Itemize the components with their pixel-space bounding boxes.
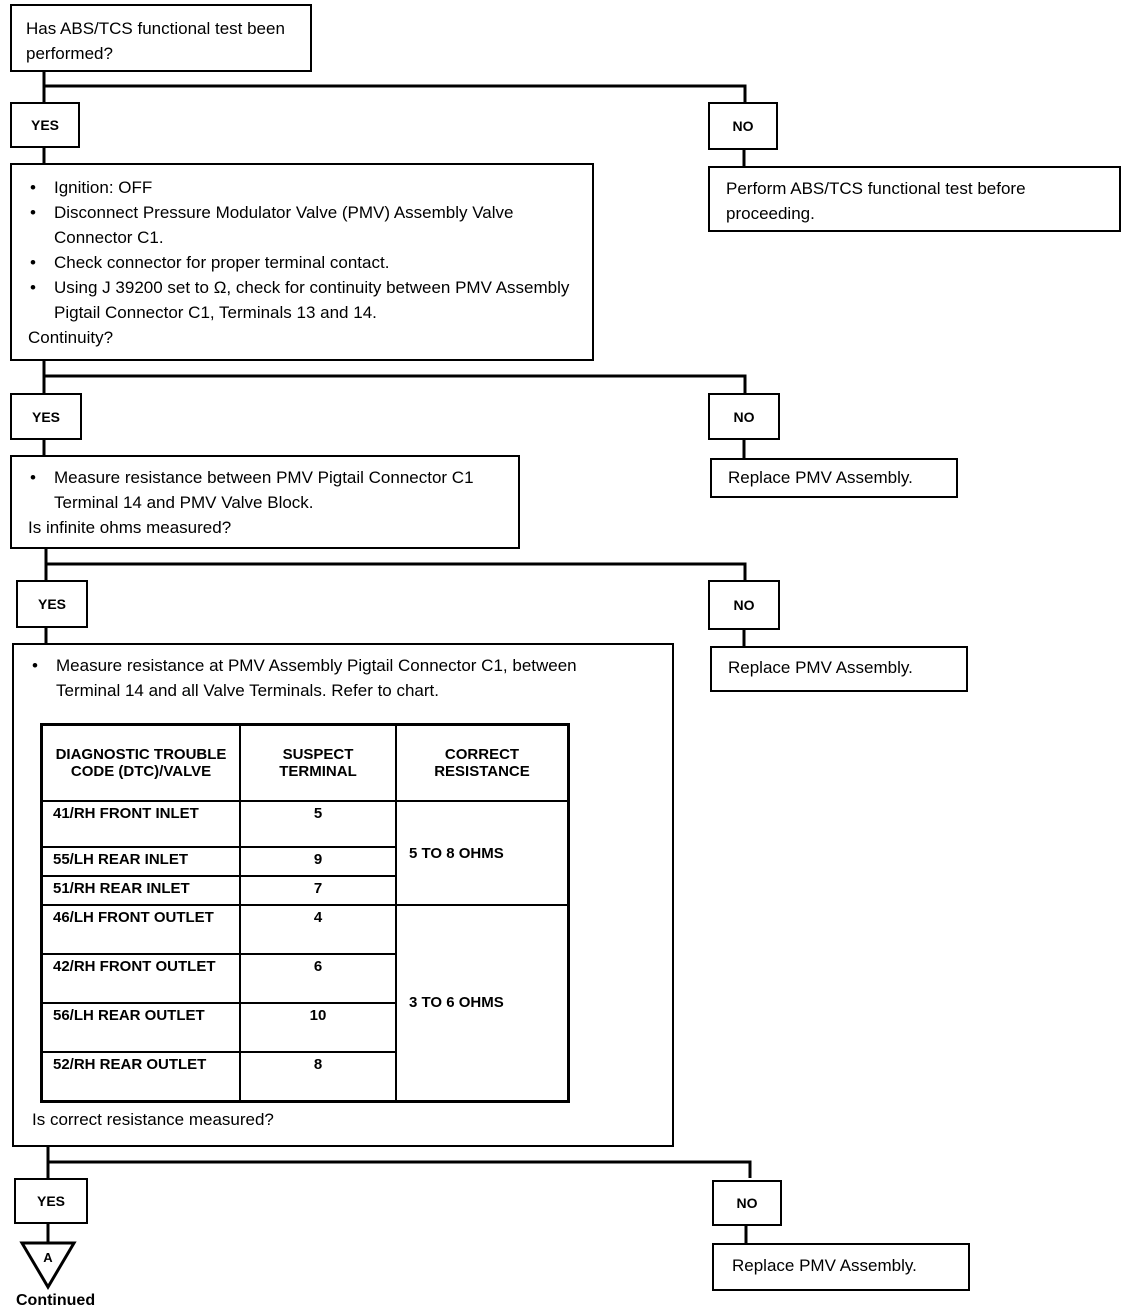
step2-no-action: Replace PMV Assembly.	[728, 468, 913, 487]
terminal-cell: 9	[239, 846, 397, 877]
terminal-cell: 6	[239, 953, 397, 1004]
start-question: Has ABS/TCS functional test been perform…	[26, 19, 285, 63]
dtc-cell: 52/RH REAR OUTLET	[40, 1051, 241, 1102]
dtc-cell: 41/RH FRONT INLET	[40, 800, 241, 848]
resistance-cell: 5 TO 8 OHMS	[395, 800, 570, 906]
no-label-2: NO	[708, 393, 780, 440]
step2-box: Measure resistance between PMV Pigtail C…	[10, 455, 520, 549]
step3-box: Measure resistance at PMV Assembly Pigta…	[12, 643, 674, 1147]
table-header-row: DIAGNOSTIC TROUBLE CODE (DTC)/VALVE SUSP…	[40, 723, 570, 802]
step2-bullet-list: Measure resistance between PMV Pigtail C…	[28, 465, 502, 515]
no-label-4: NO	[712, 1180, 782, 1226]
step2-bullet: Measure resistance between PMV Pigtail C…	[28, 465, 502, 515]
table-header-resistance: CORRECT RESISTANCE	[395, 723, 570, 802]
step1-bullet: Check connector for proper terminal cont…	[28, 250, 576, 275]
step1-bullet: Disconnect Pressure Modulator Valve (PMV…	[28, 200, 576, 250]
yes-label-4: YES	[14, 1178, 88, 1224]
yes-label-1: YES	[10, 102, 80, 148]
step2-question: Is infinite ohms measured?	[28, 518, 232, 537]
resistance-cell: 3 TO 6 OHMS	[395, 904, 570, 1102]
step2-no-action-box: Replace PMV Assembly.	[710, 458, 958, 498]
yes-label-2: YES	[10, 393, 82, 440]
table-row: 52/RH REAR OUTLET 8	[40, 1051, 569, 1102]
dtc-cell: 46/LH FRONT OUTLET	[40, 904, 241, 955]
step1-bullet: Ignition: OFF	[28, 175, 576, 200]
table-header-dtc: DIAGNOSTIC TROUBLE CODE (DTC)/VALVE	[40, 723, 241, 802]
step4-no-action: Replace PMV Assembly.	[732, 1256, 917, 1275]
step1-no-action-box: Perform ABS/TCS functional test before p…	[708, 166, 1121, 232]
table-row: 55/LH REAR INLET 9	[40, 846, 569, 877]
step3-no-action-box: Replace PMV Assembly.	[710, 646, 968, 692]
no-label-3: NO	[708, 580, 780, 630]
table-row: 56/LH REAR OUTLET 10	[40, 1002, 569, 1053]
table-row: 41/RH FRONT INLET 5 5 TO 8 OHMS	[40, 800, 570, 906]
step3-bullet: Measure resistance at PMV Assembly Pigta…	[30, 653, 590, 703]
step3-no-action: Replace PMV Assembly.	[728, 658, 913, 677]
start-question-box: Has ABS/TCS functional test been perform…	[10, 4, 312, 72]
step4-no-action-box: Replace PMV Assembly.	[712, 1243, 970, 1291]
step3-bullet-list: Measure resistance at PMV Assembly Pigta…	[30, 653, 590, 703]
step1-question: Continuity?	[28, 328, 114, 347]
dtc-cell: 51/RH REAR INLET	[40, 875, 241, 906]
off-page-connector-icon	[19, 1241, 77, 1290]
step1-bullet-list: Ignition: OFF Disconnect Pressure Modula…	[28, 175, 576, 325]
continued-caption: Continued	[16, 1292, 96, 1309]
dtc-cell: 42/RH FRONT OUTLET	[40, 953, 241, 1004]
terminal-cell: 7	[239, 875, 397, 906]
table-row: 46/LH FRONT OUTLET 4 3 TO 6 OHMS	[40, 904, 570, 1102]
table-header-terminal: SUSPECT TERMINAL	[239, 723, 397, 802]
dtc-cell: 55/LH REAR INLET	[40, 846, 241, 877]
terminal-cell: 8	[239, 1051, 397, 1102]
table-row: 51/RH REAR INLET 7	[40, 875, 569, 906]
terminal-cell: 5	[239, 800, 397, 848]
yes-label-3: YES	[16, 580, 88, 628]
connector-label: A	[43, 1250, 53, 1265]
terminal-cell: 4	[239, 904, 397, 955]
dtc-resistance-table: DIAGNOSTIC TROUBLE CODE (DTC)/VALVE SUSP…	[40, 723, 570, 1103]
step1-box: Ignition: OFF Disconnect Pressure Modula…	[10, 163, 594, 361]
dtc-cell: 56/LH REAR OUTLET	[40, 1002, 241, 1053]
terminal-cell: 10	[239, 1002, 397, 1053]
step1-no-action: Perform ABS/TCS functional test before p…	[726, 179, 1026, 223]
no-label-1: NO	[708, 102, 778, 150]
step3-question: Is correct resistance measured?	[32, 1110, 274, 1129]
step1-bullet: Using J 39200 set to Ω, check for contin…	[28, 275, 576, 325]
table-row: 42/RH FRONT OUTLET 6	[40, 953, 569, 1004]
